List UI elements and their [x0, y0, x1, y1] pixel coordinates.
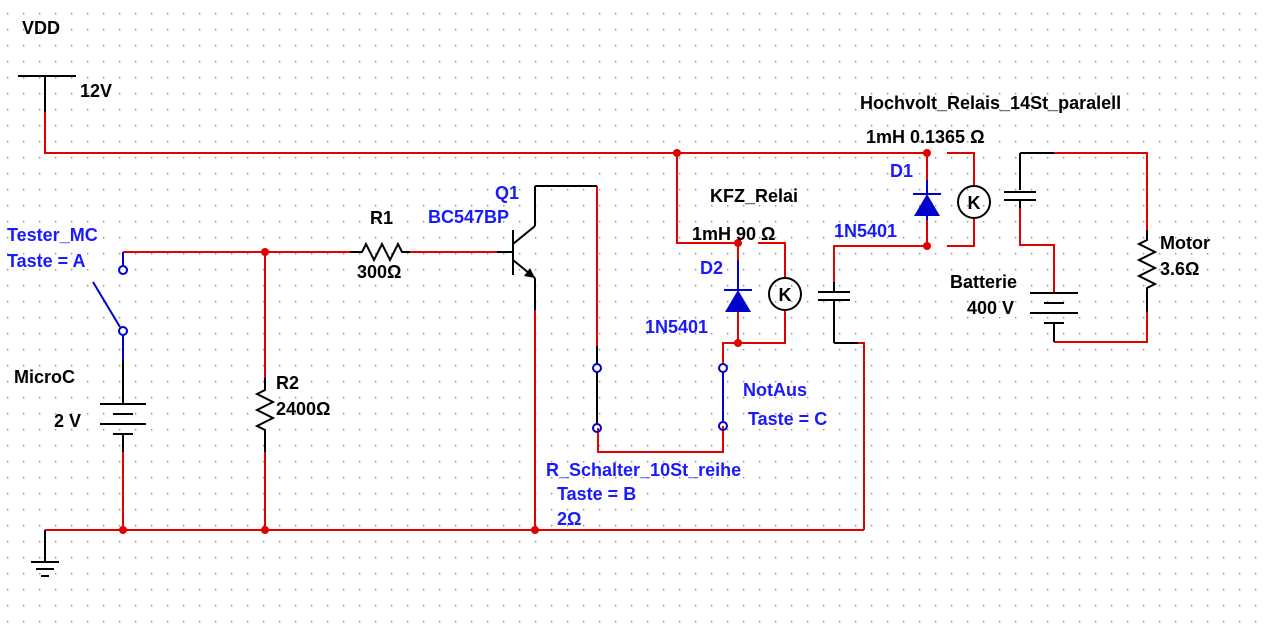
- r1-value: 300Ω: [357, 262, 401, 282]
- diode-icon: [913, 180, 941, 220]
- hv-relay-value: 1mH 0.1365 Ω: [866, 127, 985, 147]
- relay-coil-icon: K: [957, 185, 991, 219]
- notaus-label: NotAus: [743, 380, 807, 400]
- junction: [261, 526, 269, 534]
- d1-model: 1N5401: [834, 221, 897, 241]
- microc-label: MicroC: [14, 367, 75, 387]
- junction: [734, 339, 742, 347]
- r-schalter-key: Taste = B: [557, 484, 636, 504]
- r-schalter-label: R_Schalter_10St_reihe: [546, 460, 741, 480]
- microc-value: 2 V: [54, 411, 81, 431]
- battery-icon: [1030, 292, 1078, 342]
- vdd-value: 12V: [80, 81, 112, 101]
- battery-value: 400 V: [967, 298, 1014, 318]
- kfz-relay-label: KFZ_Relai: [710, 186, 798, 206]
- diode-icon: [724, 260, 752, 312]
- battery-label: Batterie: [950, 272, 1017, 292]
- vdd-rail-icon: [18, 75, 76, 112]
- q1-label: Q1: [495, 183, 519, 203]
- d2-model: 1N5401: [645, 317, 708, 337]
- d2-label: D2: [700, 258, 723, 278]
- npn-transistor-icon: [497, 185, 597, 310]
- r2-label: R2: [276, 373, 299, 393]
- r2-value: 2400Ω: [276, 399, 330, 419]
- resistor-icon: [350, 241, 410, 263]
- grid-dots: [7, 13, 1257, 623]
- relay-contact-icon: [818, 282, 858, 344]
- relay-contact-icon: [592, 346, 602, 433]
- motor-value: 3.6Ω: [1160, 259, 1199, 279]
- relay-contact-icon: [718, 363, 728, 431]
- relay-coil-symbol: K: [779, 285, 792, 305]
- junction: [531, 526, 539, 534]
- relay-contact-icon: [1004, 152, 1054, 208]
- tester-key: Taste = A: [7, 251, 86, 271]
- r-schalter-value: 2Ω: [557, 509, 581, 529]
- junction: [261, 248, 269, 256]
- battery-icon: [100, 360, 146, 452]
- junction: [923, 242, 931, 250]
- d1-label: D1: [890, 161, 913, 181]
- tester-label: Tester_MC: [7, 225, 98, 245]
- motor-label: Motor: [1160, 233, 1210, 253]
- junction: [734, 239, 742, 247]
- junction-dots: [119, 149, 931, 534]
- ground-icon: [31, 530, 59, 577]
- junction: [923, 149, 931, 157]
- r1-label: R1: [370, 208, 393, 228]
- q1-model: BC547BP: [428, 207, 509, 227]
- pushbutton-switch-icon: [92, 252, 128, 360]
- relay-coil-symbol: K: [968, 193, 981, 213]
- resistor-icon: [254, 378, 276, 452]
- hv-relay-label: Hochvolt_Relais_14St_paralell: [860, 93, 1121, 113]
- junction: [119, 526, 127, 534]
- relay-coil-icon: K: [768, 277, 802, 311]
- resistor-icon: [1136, 230, 1158, 312]
- notaus-key: Taste = C: [748, 409, 827, 429]
- vdd-label: VDD: [22, 18, 60, 38]
- kfz-relay-value: 1mH 90 Ω: [692, 224, 775, 244]
- junction: [673, 149, 681, 157]
- labels: VDD 12V Tester_MC Taste = A MicroC 2 V R…: [7, 18, 1210, 529]
